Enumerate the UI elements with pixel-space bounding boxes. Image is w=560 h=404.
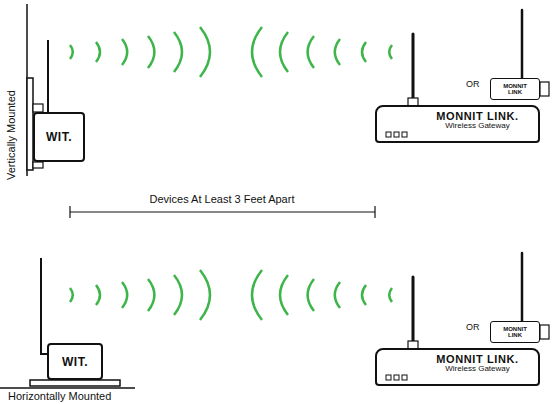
floor (0, 387, 135, 389)
device-name: MONNIT LINK. (436, 353, 518, 365)
led (394, 132, 399, 137)
device-name: MONNIT LINK (502, 83, 528, 95)
usb-plug (540, 82, 549, 96)
radio-wave (308, 36, 314, 68)
radio-wave (280, 32, 288, 72)
or-label: OR (466, 80, 480, 90)
dimension-tick (374, 206, 375, 218)
radio-wave (280, 275, 288, 315)
radio-wave (200, 270, 210, 320)
radio-wave (96, 42, 100, 62)
radio-waves (70, 27, 392, 320)
radio-wave (362, 42, 366, 62)
wit-sensor: WIT. (33, 112, 85, 162)
device-name: WIT. (62, 355, 88, 369)
device-name: MONNIT LINK (502, 326, 528, 338)
radio-wave (335, 39, 340, 65)
mounting-label: Horizontally Mounted (8, 390, 111, 402)
radio-wave (200, 27, 210, 77)
radio-wave (148, 279, 154, 311)
usb-plug (540, 325, 549, 339)
dimension-line (70, 211, 375, 212)
device-caption: Wireless Gateway (445, 365, 509, 374)
led (402, 132, 407, 137)
mounting-tab (33, 162, 43, 168)
radio-wave (362, 285, 366, 305)
radio-wave (252, 27, 262, 77)
or-label: OR (466, 323, 480, 333)
device-name: MONNIT LINK. (436, 110, 518, 122)
radio-wave (122, 39, 127, 65)
radio-wave (70, 45, 73, 59)
antenna (47, 40, 49, 112)
mounting-label: Vertically Mounted (5, 90, 17, 180)
radio-wave (252, 270, 262, 320)
radio-wave (96, 285, 100, 305)
radio-wave (70, 288, 73, 302)
radio-wave (174, 32, 182, 72)
wireless-gateway: MONNIT LINK.Wireless Gateway (375, 105, 540, 143)
wit-sensor: WIT. (47, 343, 103, 380)
usb-antenna (521, 10, 524, 78)
radio-wave (174, 275, 182, 315)
usb-antenna (521, 253, 524, 321)
led (394, 375, 399, 380)
radio-wave (335, 282, 340, 308)
antenna (412, 277, 415, 343)
radio-wave (122, 282, 127, 308)
usb-gateway: MONNIT LINK (490, 78, 540, 100)
distance-label: Devices At Least 3 Feet Apart (147, 193, 298, 205)
led (386, 132, 391, 137)
mounting-tab (33, 104, 43, 112)
led (402, 375, 407, 380)
dimension-tick (69, 206, 70, 218)
led (386, 375, 391, 380)
antenna (412, 34, 415, 100)
radio-wave (389, 45, 392, 59)
usb-gateway: MONNIT LINK (490, 321, 540, 343)
radio-wave (389, 288, 392, 302)
antenna (41, 258, 47, 354)
device-name: WIT. (46, 130, 72, 144)
device-caption: Wireless Gateway (445, 122, 509, 131)
radio-wave (148, 36, 154, 68)
wireless-gateway: MONNIT LINK.Wireless Gateway (375, 348, 540, 386)
mounting-plate (30, 380, 120, 386)
radio-wave (308, 279, 314, 311)
